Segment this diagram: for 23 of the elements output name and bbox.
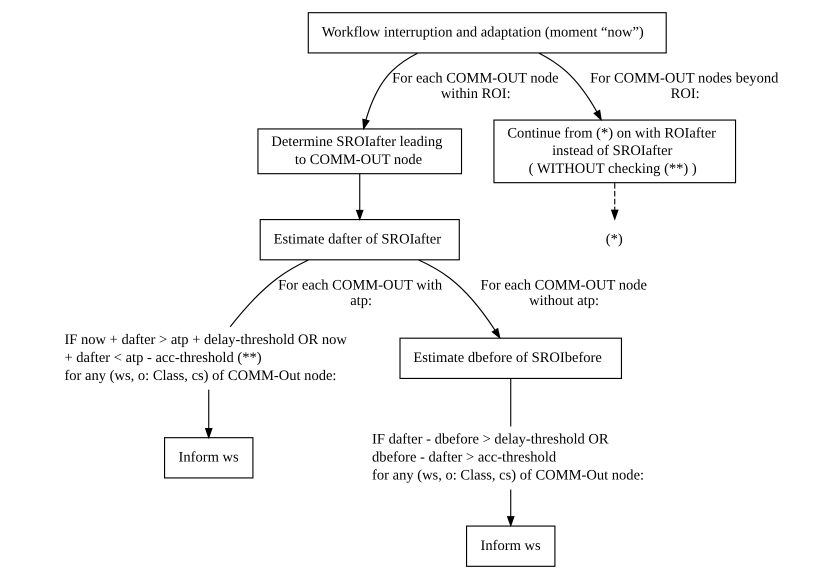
connector (230, 259, 309, 328)
node-box: Inform ws (466, 526, 556, 567)
node-box: Estimate dafter of SROIafter (260, 219, 460, 260)
node-box: Workflow interruption and adaptation (moment “now”) (308, 12, 667, 54)
node-box: Inform ws (164, 437, 254, 479)
connector (510, 378, 512, 426)
node-box: Continue from (*) on with ROIafter instead of SROIafter ( WITHOUT checking (**) ) (493, 120, 736, 184)
arrow (538, 52, 602, 122)
arrow (204, 390, 213, 440)
node-box: Estimate dbefore of SROIbefore (399, 338, 622, 379)
arrow (362, 52, 418, 130)
edge-label: For each COMM-OUT node without atp: (480, 277, 647, 310)
arrow (418, 259, 501, 340)
node-text: (*) (606, 232, 623, 248)
arrow (356, 174, 364, 222)
node-box: Determine SROIafter leading to COMM-OUT node (257, 128, 462, 174)
arrow (506, 490, 515, 528)
node-text: IF now + dafter > atp + delay-threshold OR now + dafter < atp - acc-threshold (**) for any (ws, o: Class, cs) of COMM-Out node: (64, 332, 347, 384)
edge-label: For COMM-OUT nodes beyond ROI: (590, 70, 778, 102)
arrow (610, 183, 619, 221)
edge-label: For each COMM-OUT with atp: (278, 277, 442, 310)
edge-label: For each COMM-OUT node within ROI: (392, 70, 559, 102)
node-text: IF dafter - dbefore > delay-threshold OR dbefore - dafter > acc-threshold for any (ws, o: Class, cs) of COMM-Out node: (372, 432, 644, 484)
